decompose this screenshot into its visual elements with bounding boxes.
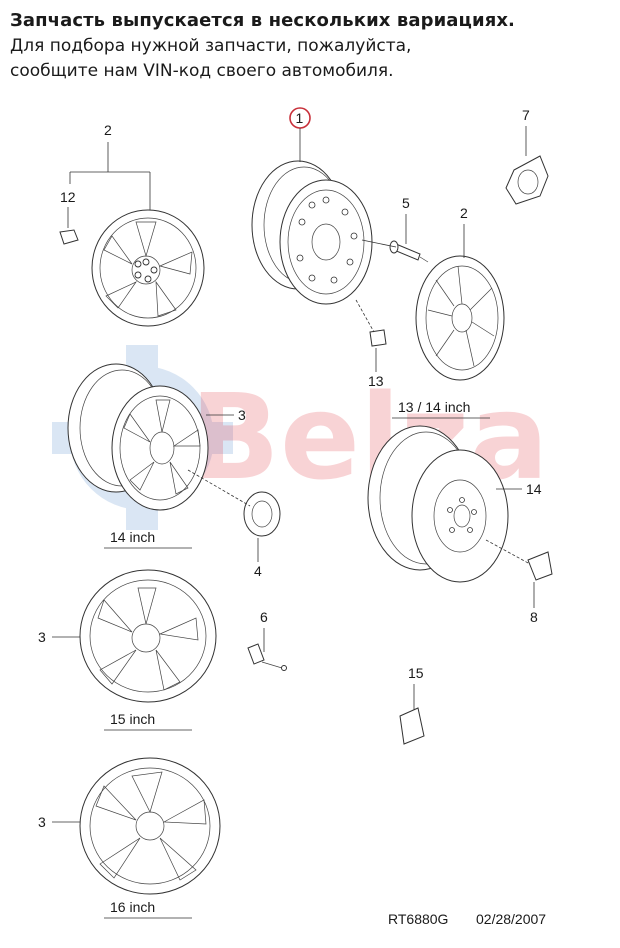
part-2-alloy-wheel bbox=[91, 209, 205, 327]
label-8: 8 bbox=[530, 609, 538, 625]
part-1-steel-wheel bbox=[251, 160, 373, 305]
label-4: 4 bbox=[254, 563, 262, 579]
header-line-3: сообщите нам VIN-код своего автомобиля. bbox=[10, 61, 394, 81]
label-14: 14 bbox=[526, 481, 542, 497]
part-13-nut bbox=[369, 329, 387, 347]
part-2-wheel-cover bbox=[415, 255, 505, 381]
part-12-clip bbox=[59, 229, 79, 245]
label-7: 7 bbox=[522, 107, 530, 123]
label-2-right: 2 bbox=[460, 205, 468, 221]
part-8-wheel-nut bbox=[527, 551, 553, 581]
label-5: 5 bbox=[402, 195, 410, 211]
caption-14-inch: 14 inch bbox=[110, 529, 155, 545]
label-1: 1 bbox=[296, 110, 304, 126]
header-title: Запчасть выпускается в нескольких вариац… bbox=[10, 10, 515, 31]
part-6-valve bbox=[247, 643, 287, 671]
part-3-wheel-15-inch bbox=[79, 569, 217, 703]
label-3-b: 3 bbox=[38, 629, 46, 645]
part-14-spare-wheel bbox=[367, 425, 509, 583]
label-15: 15 bbox=[408, 665, 424, 681]
part-15-sensor bbox=[399, 707, 425, 745]
header-line-2: Для подбора нужной запчасти, пожалуйста, bbox=[10, 36, 412, 56]
caption-13-14-inch: 13 / 14 inch bbox=[398, 399, 470, 415]
header: Запчасть выпускается в нескольких вариац… bbox=[10, 8, 615, 84]
label-3-c: 3 bbox=[38, 814, 46, 830]
part-5-bolt bbox=[389, 240, 429, 263]
footer-code: RT6880G bbox=[388, 911, 448, 927]
part-3-wheel-16-inch bbox=[79, 757, 221, 895]
part-3-wheel-14-inch bbox=[67, 363, 209, 511]
label-3-a: 3 bbox=[238, 407, 246, 423]
label-12: 12 bbox=[60, 189, 76, 205]
footer-date: 02/28/2007 bbox=[476, 911, 546, 927]
label-2-left: 2 bbox=[104, 122, 112, 138]
label-6: 6 bbox=[260, 609, 268, 625]
caption-16-inch: 16 inch bbox=[110, 899, 155, 915]
part-4-hub-cap bbox=[243, 491, 281, 537]
part-7-center-cap bbox=[505, 155, 549, 205]
label-13: 13 bbox=[368, 373, 384, 389]
caption-15-inch: 15 inch bbox=[110, 711, 155, 727]
